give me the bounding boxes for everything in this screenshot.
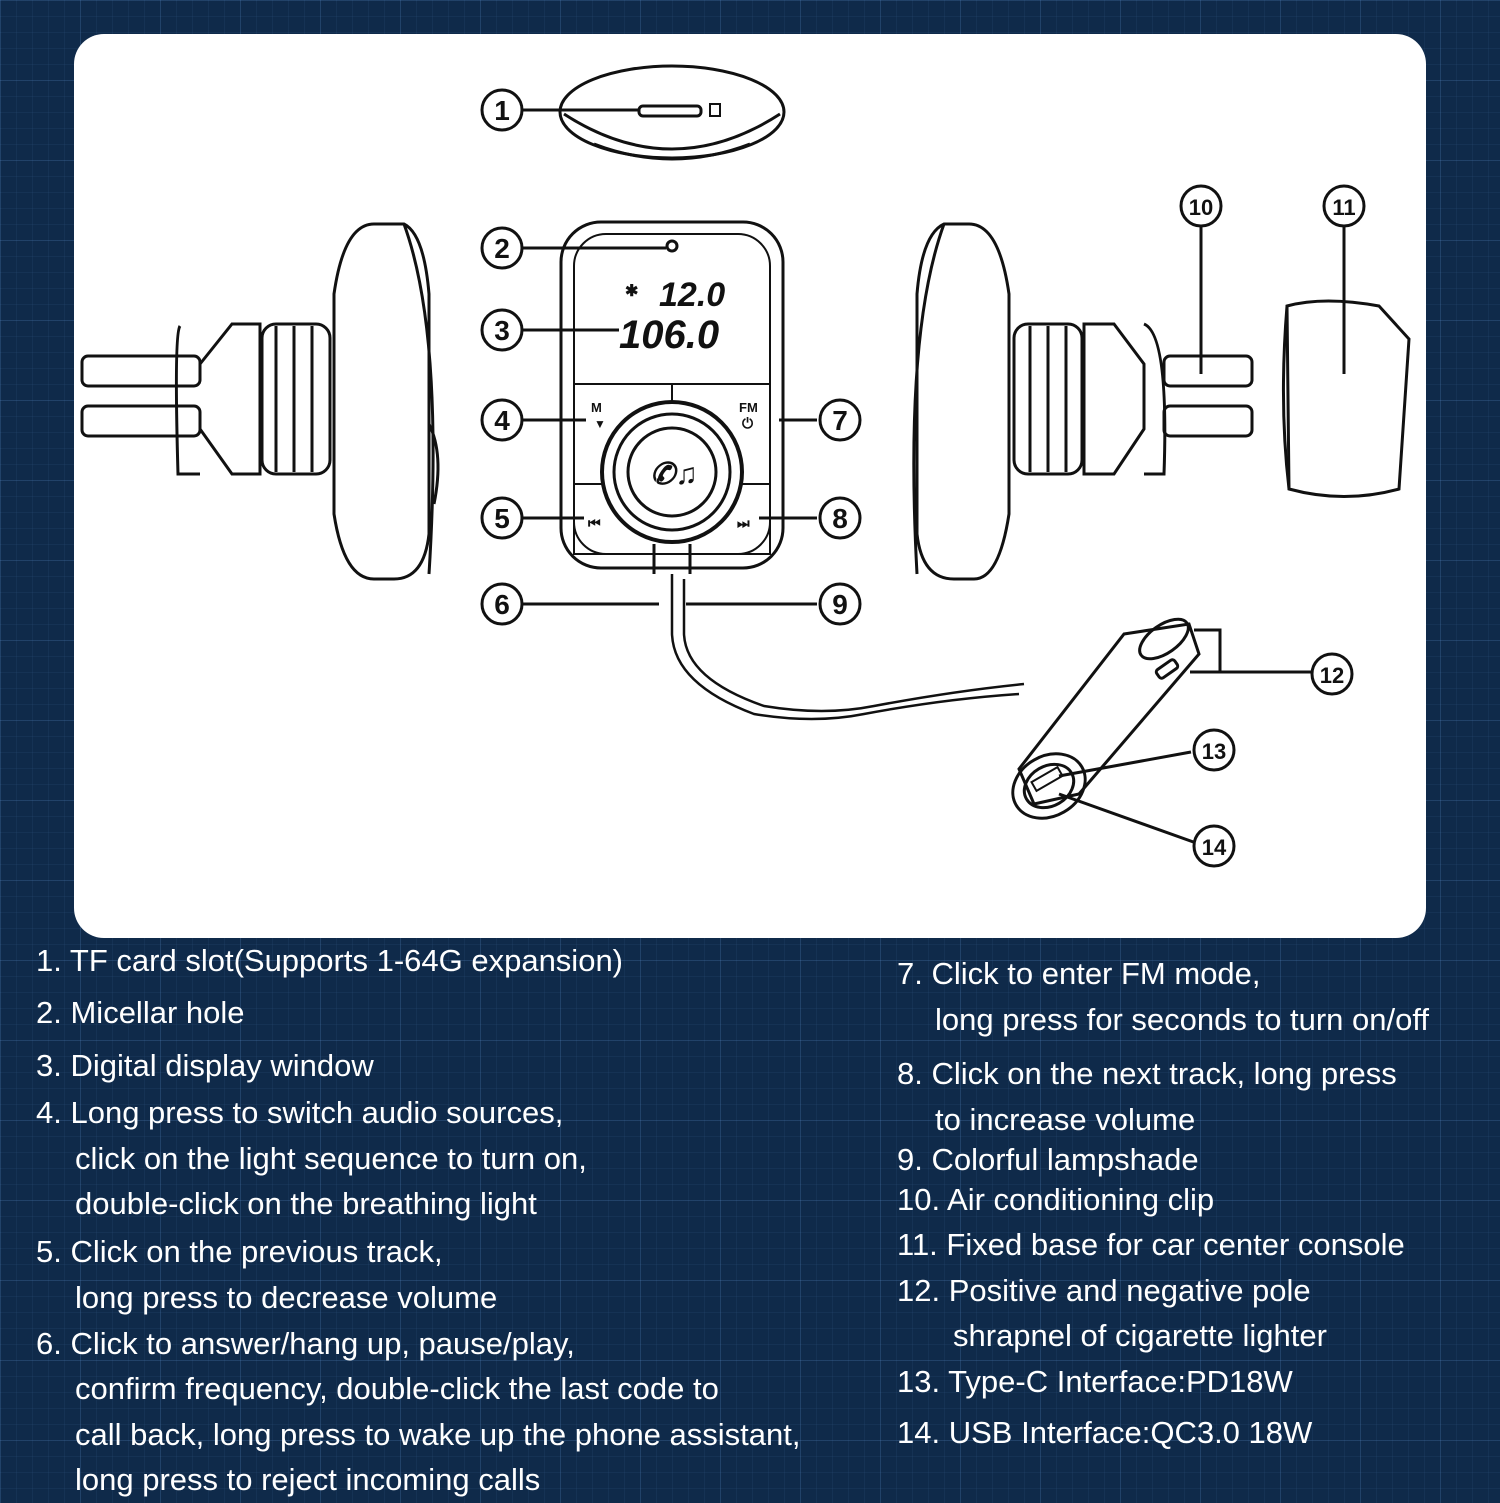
legend-item-6-line-4: long press to reject incoming calls	[75, 1457, 540, 1503]
callout-10: 10	[1189, 195, 1213, 220]
legend-text: confirm frequency, double-click the last…	[75, 1371, 719, 1406]
callout-7: 7	[832, 405, 848, 436]
callout-6: 6	[494, 589, 510, 620]
legend-item-4-line-3: double-click on the breathing light	[75, 1181, 537, 1227]
legend-number: 11.	[897, 1227, 938, 1262]
legend-text: Long press to switch audio sources,	[70, 1095, 564, 1130]
legend-number: 3.	[36, 1048, 62, 1083]
previous-track-icon: ⏮	[588, 515, 601, 531]
legend-text: Digital display window	[70, 1048, 374, 1083]
legend-number: 9.	[897, 1142, 923, 1177]
front-view-illustration	[559, 220, 1025, 721]
legend-text: TF card slot(Supports 1-64G expansion)	[69, 943, 624, 978]
legend-text: Micellar hole	[70, 995, 245, 1030]
legend-item-7: 7. Click to enter FM mode,	[897, 951, 1261, 997]
legend-item-6: 6. Click to answer/hang up, pause/play,	[36, 1321, 575, 1367]
legend-text: Click on the previous track,	[70, 1234, 443, 1269]
legend-item-5-line-2: long press to decrease volume	[75, 1275, 497, 1321]
callout-14: 14	[1202, 835, 1227, 860]
callout-9: 9	[832, 589, 848, 620]
legend-number: 4.	[36, 1095, 62, 1130]
legend-number: 13.	[897, 1364, 941, 1399]
legend-number: 8.	[897, 1056, 923, 1091]
legend-item-9: 9. Colorful lampshade	[897, 1137, 1199, 1183]
legend-number: 12.	[897, 1273, 941, 1308]
legend-text: Fixed base for car center console	[946, 1227, 1405, 1262]
legend-number: 14.	[897, 1415, 941, 1450]
legend-number: 7.	[897, 956, 923, 991]
legend-text: Air conditioning clip	[947, 1182, 1215, 1217]
legend-text: Click on the next track, long press	[931, 1056, 1397, 1091]
legend-number: 6.	[36, 1326, 62, 1361]
legend-text: long press to decrease volume	[75, 1280, 498, 1315]
legend-item-6-line-3: call back, long press to wake up the pho…	[75, 1412, 801, 1458]
legend-text: long press to reject incoming calls	[75, 1462, 541, 1497]
display-top: 12.0	[659, 276, 725, 314]
callout-4: 4	[494, 405, 510, 436]
diagram-panel: 12.0 106.0 ✱ M ▼ FM ⏻ ⏮ ⏭ ✆♫	[74, 34, 1426, 938]
right-side-view-illustration	[912, 222, 1411, 581]
legend-item-6-line-2: confirm frequency, double-click the last…	[75, 1366, 719, 1412]
callout-lines	[523, 108, 1346, 846]
display-bottom: 106.0	[619, 313, 719, 357]
legend-text: Click to enter FM mode,	[931, 956, 1261, 991]
legend-item-3: 3. Digital display window	[36, 1043, 374, 1089]
legend-item-8: 8. Click on the next track, long press	[897, 1051, 1397, 1097]
legend-item-5: 5. Click on the previous track,	[36, 1229, 443, 1275]
legend-text: to increase volume	[935, 1102, 1196, 1137]
legend-text: Colorful lampshade	[931, 1142, 1199, 1177]
callout-3: 3	[494, 315, 510, 346]
top-view-illustration	[558, 64, 786, 161]
callout-13: 13	[1202, 739, 1226, 764]
fm-button-label: FM	[739, 400, 758, 415]
call-music-icon: ✆♫	[650, 458, 698, 491]
legend-text: call back, long press to wake up the pho…	[75, 1417, 801, 1452]
bluetooth-icon: ✱	[625, 283, 638, 300]
legend-item-12: 12. Positive and negative pole	[897, 1268, 1311, 1314]
down-arrow-icon: ▼	[594, 417, 606, 431]
car-charger-illustration	[1011, 617, 1201, 820]
legend-text: Click to answer/hang up, pause/play,	[70, 1326, 575, 1361]
legend-item-7-line-2: long press for seconds to turn on/off	[935, 997, 1429, 1043]
legend-text: shrapnel of cigarette lighter	[953, 1318, 1327, 1353]
legend-item-10: 10. Air conditioning clip	[897, 1177, 1214, 1223]
callout-8: 8	[832, 503, 848, 534]
legend-number: 10.	[897, 1182, 941, 1217]
legend-item-13: 13. Type-C Interface:PD18W	[897, 1359, 1293, 1405]
display-digits: 12.0 106.0 ✱ M ▼ FM ⏻ ⏮ ⏭ ✆♫	[588, 276, 758, 531]
power-icon: ⏻	[742, 415, 753, 431]
legend-item-14: 14. USB Interface:QC3.0 18W	[897, 1410, 1312, 1456]
mode-button-label: M	[591, 400, 602, 415]
callout-2: 2	[494, 233, 510, 264]
legend-item-12-line-2: shrapnel of cigarette lighter	[953, 1313, 1327, 1359]
legend-text: Positive and negative pole	[948, 1273, 1311, 1308]
next-track-icon: ⏭	[737, 515, 750, 531]
callout-11: 11	[1332, 195, 1355, 220]
legend-number: 5.	[36, 1234, 62, 1269]
legend-text: USB Interface:QC3.0 18W	[948, 1415, 1313, 1450]
callout-5: 5	[494, 503, 510, 534]
legend-item-8-line-2: to increase volume	[935, 1097, 1195, 1143]
left-side-view-illustration	[80, 222, 440, 581]
legend-text: double-click on the breathing light	[75, 1186, 537, 1221]
legend-text: long press for seconds to turn on/off	[935, 1002, 1430, 1037]
callout-12: 12	[1320, 663, 1344, 688]
legend-item-4: 4. Long press to switch audio sources,	[36, 1090, 563, 1136]
callout-markers	[480, 88, 1366, 868]
legend-item-11: 11. Fixed base for car center console	[897, 1222, 1405, 1268]
legend-item-2: 2. Micellar hole	[36, 990, 245, 1036]
device-diagram: 12.0 106.0 ✱ M ▼ FM ⏻ ⏮ ⏭ ✆♫	[80, 64, 1411, 868]
legend-item-4-line-2: click on the light sequence to turn on,	[75, 1136, 587, 1182]
callout-1: 1	[494, 95, 510, 126]
legend-number: 2.	[36, 995, 62, 1030]
legend-text: Type-C Interface:PD18W	[948, 1364, 1293, 1399]
legend-text: click on the light sequence to turn on,	[75, 1141, 587, 1176]
legend-number: 1.	[36, 943, 62, 978]
legend-item-1: 1. TF card slot(Supports 1-64G expansion…	[36, 938, 623, 984]
